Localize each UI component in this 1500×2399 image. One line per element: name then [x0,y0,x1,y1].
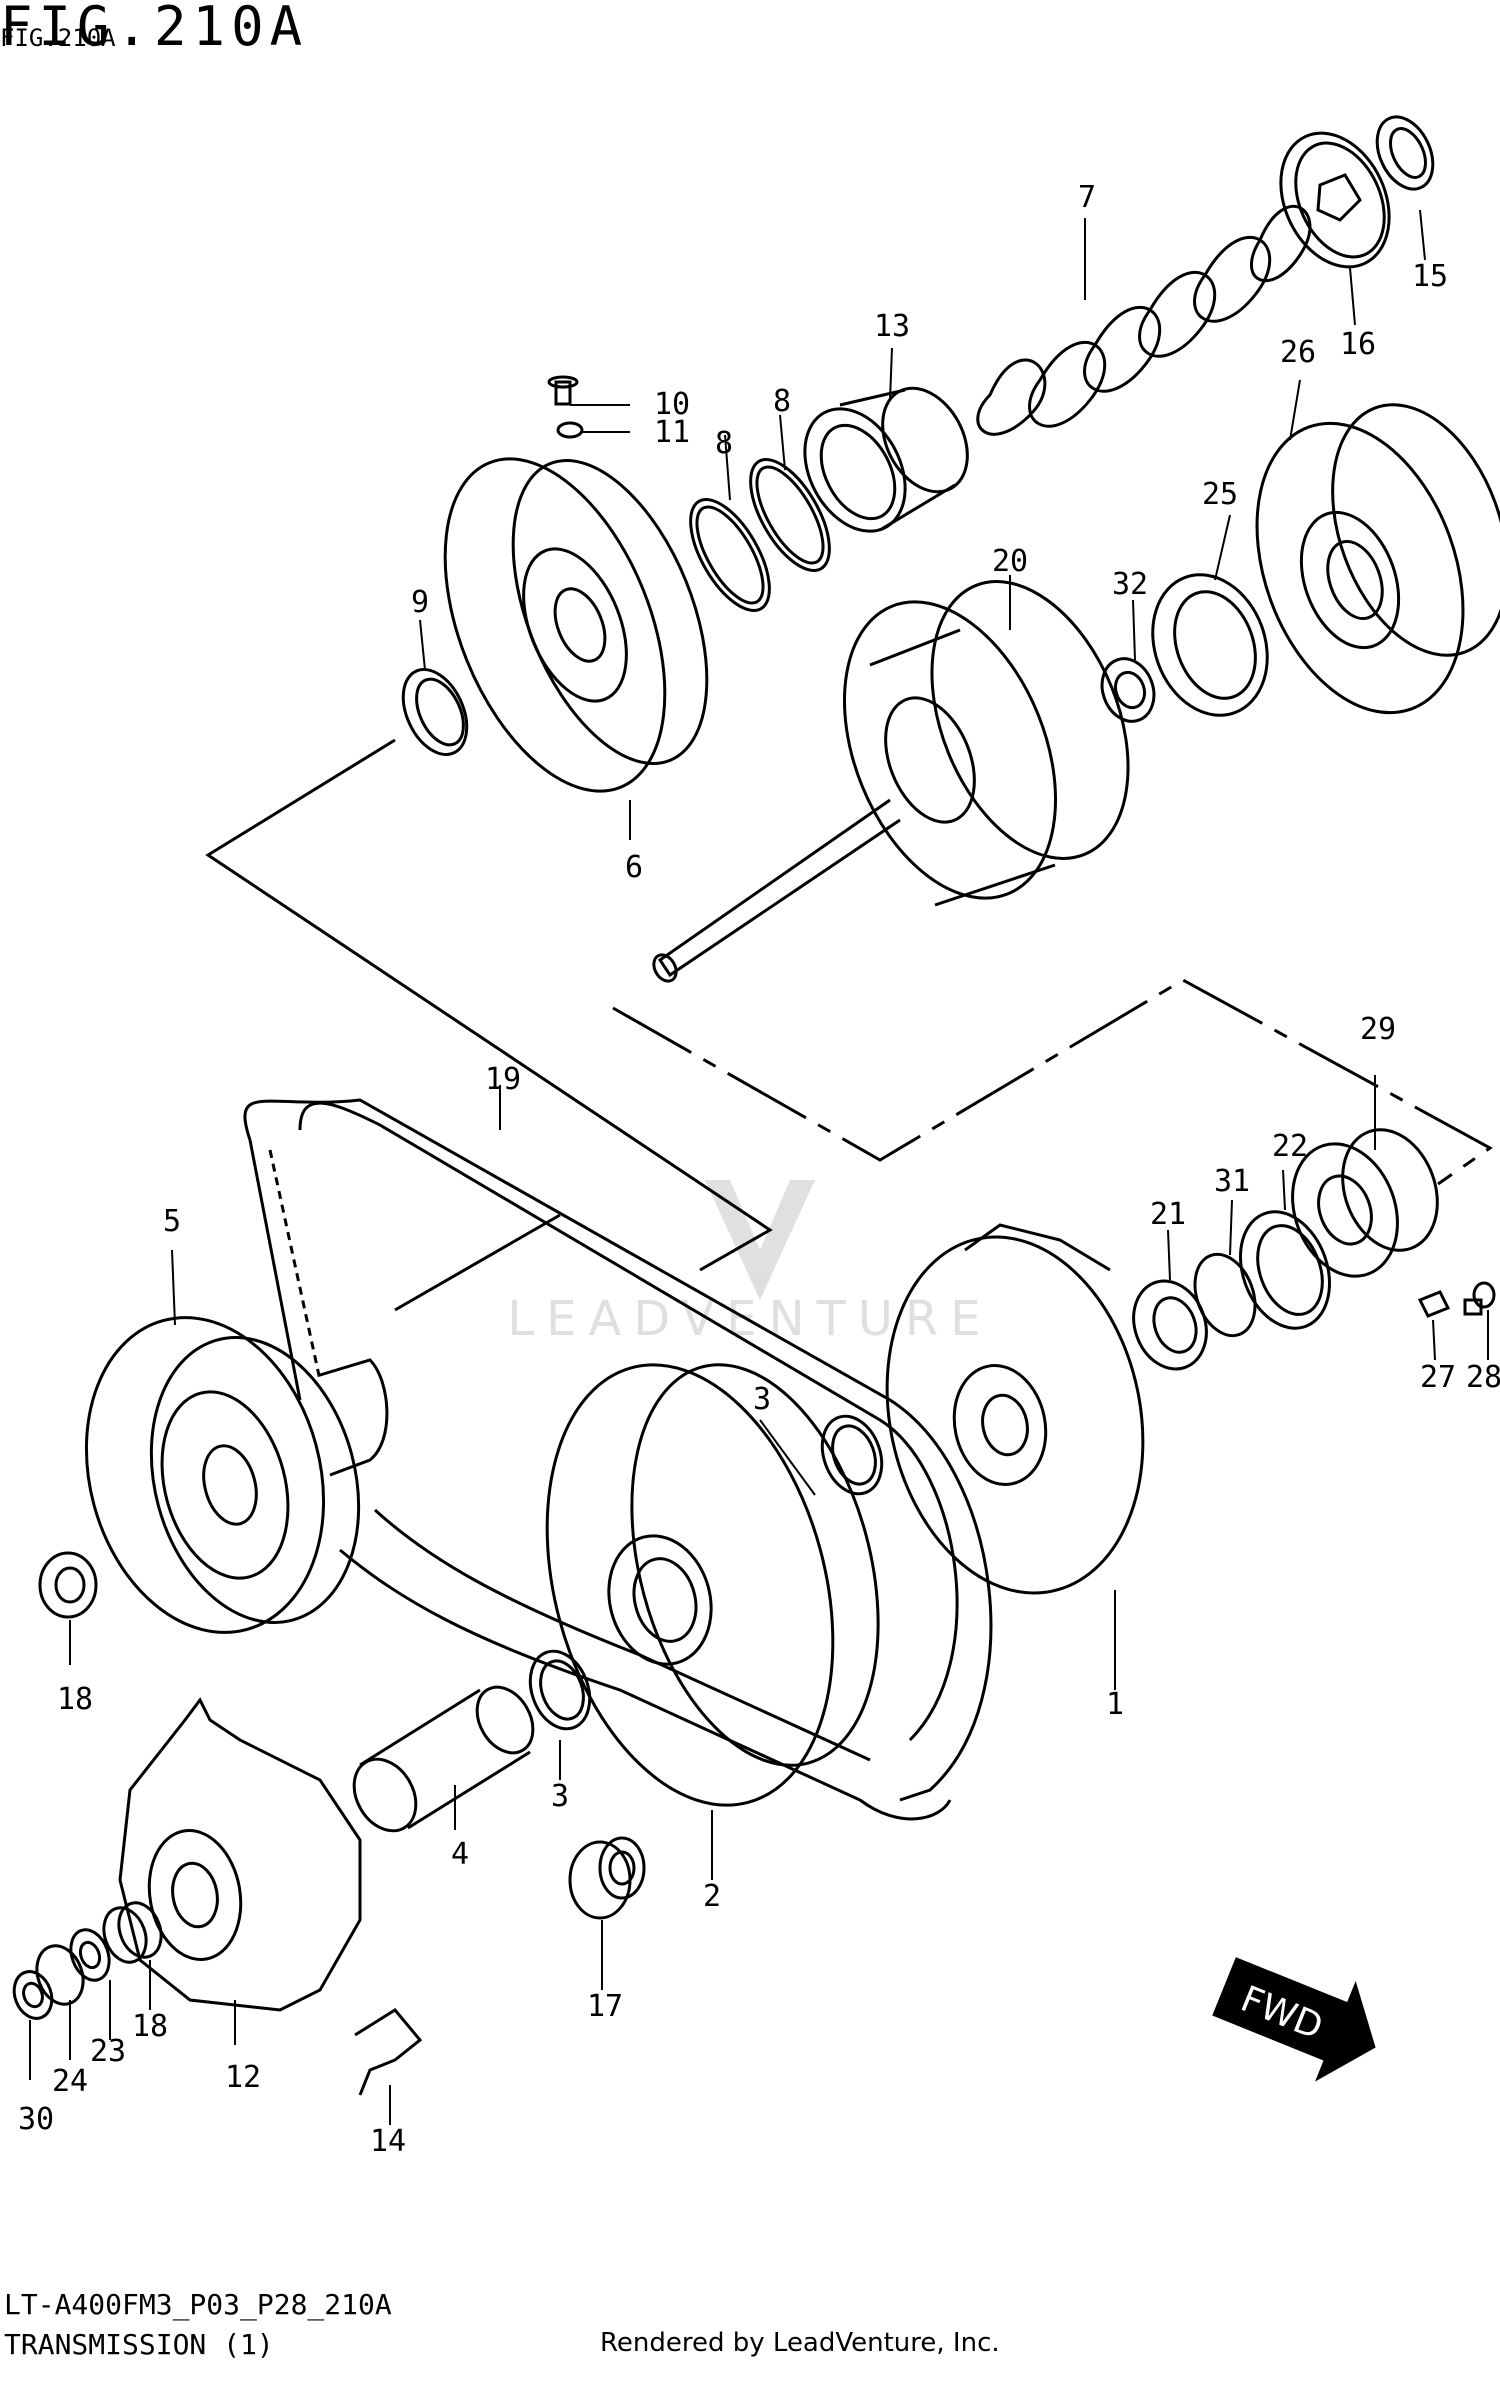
watermark-text: LEADVENTURE [507,1291,992,1347]
model-code: LT-A400FM3_P03_P28_210A [4,2288,392,2321]
callout-part-29[interactable]: 29 [1359,1012,1397,1047]
part-drive-face-6 [443,457,709,793]
callout-part-10[interactable]: 10 [653,387,691,422]
part-spring-7 [976,205,1312,436]
callout-part-25[interactable]: 25 [1201,477,1239,512]
callout-part-2[interactable]: 2 [702,1879,722,1914]
group-name: TRANSMISSION (1) [4,2328,274,2361]
callout-part-23[interactable]: 23 [89,2034,127,2069]
callout-part-20[interactable]: 20 [991,544,1029,579]
part-screw-28 [1463,1281,1496,1316]
part-fixed-driven-face-1 [885,1223,1145,1595]
part-clutch-housing-26 [1255,403,1500,715]
callout-part-8-left[interactable]: 8 [714,426,734,461]
callout-part-6[interactable]: 6 [624,850,644,885]
callout-part-11[interactable]: 11 [653,415,691,450]
callout-part-5[interactable]: 5 [162,1204,182,1239]
forward-direction-arrow: FWD [1212,1957,1376,2082]
callout-part-31[interactable]: 31 [1213,1164,1251,1199]
callout-part-30[interactable]: 30 [17,2102,55,2137]
callout-part-8-right[interactable]: 8 [772,384,792,419]
part-spacer-21 [1132,1279,1208,1371]
callout-part-4[interactable]: 4 [450,1837,470,1872]
part-movable-drive-face-2 [545,1363,880,1807]
callout-part-14[interactable]: 14 [369,2124,407,2159]
callout-part-18-lower[interactable]: 18 [131,2009,169,2044]
callout-part-3-upper[interactable]: 3 [752,1382,772,1417]
part-o-ring-8b [749,458,831,572]
callout-part-12[interactable]: 12 [224,2060,262,2095]
part-nut-30 [12,1970,54,2020]
callout-part-17[interactable]: 17 [586,1989,624,2024]
part-washer-23 [69,1928,111,1982]
callout-part-18-upper[interactable]: 18 [56,1682,94,1717]
part-nut-32 [1100,657,1156,723]
callout-part-22[interactable]: 22 [1271,1129,1309,1164]
callout-part-32[interactable]: 32 [1111,567,1149,602]
part-bushing-18b [102,1901,163,1964]
callout-part-16[interactable]: 16 [1339,327,1377,362]
part-washer-11 [556,421,584,439]
part-bushing-3b [528,1649,592,1731]
part-fan-12 [118,1697,362,2012]
part-bushing-9 [401,668,469,756]
callout-part-7[interactable]: 7 [1077,180,1097,215]
part-clutch-carrier-20 [652,580,1130,983]
watermark-logo: LEADVENTURE [507,1180,992,1347]
callout-part-24[interactable]: 24 [51,2064,89,2099]
callout-part-9[interactable]: 9 [410,585,430,620]
part-bolt-10 [547,375,579,406]
part-o-ring-8a [689,498,771,612]
callout-part-13[interactable]: 13 [873,309,911,344]
callout-part-26[interactable]: 26 [1279,335,1317,370]
part-drive-belt-19 [243,1098,993,1821]
callout-part-3-lower[interactable]: 3 [550,1779,570,1814]
part-oil-seal-22 [1239,1210,1331,1330]
callout-part-28[interactable]: 28 [1465,1360,1500,1395]
part-bearing-17 [568,1836,646,1920]
callout-leader-lines [29,209,1489,2125]
part-driven-face-5 [84,1316,389,1634]
part-bushing-18a [38,1551,98,1619]
callout-part-19[interactable]: 19 [484,1062,522,1097]
part-nut-15 [1375,115,1435,191]
part-bearing-29 [1291,1128,1439,1278]
callout-part-15[interactable]: 15 [1411,259,1449,294]
part-bushing-3a [820,1414,884,1496]
figure-subtitle: FIG.210A [0,24,116,52]
part-spacer-4 [352,1685,535,1833]
part-washer-27 [1417,1290,1451,1318]
callout-part-1[interactable]: 1 [1105,1687,1125,1722]
part-plate-16 [1279,131,1391,269]
part-clip-14 [354,2008,423,2096]
part-circlip-31 [1193,1252,1257,1338]
part-sleeve-13 [803,386,969,533]
assembly-reference-lines [205,738,1493,1312]
figure-title: FIG.210A [0,0,309,58]
render-credit: Rendered by LeadVenture, Inc. [600,2328,1000,2358]
callout-part-21[interactable]: 21 [1149,1197,1187,1232]
callout-part-27[interactable]: 27 [1419,1360,1457,1395]
part-one-way-clutch-25 [1151,573,1269,717]
